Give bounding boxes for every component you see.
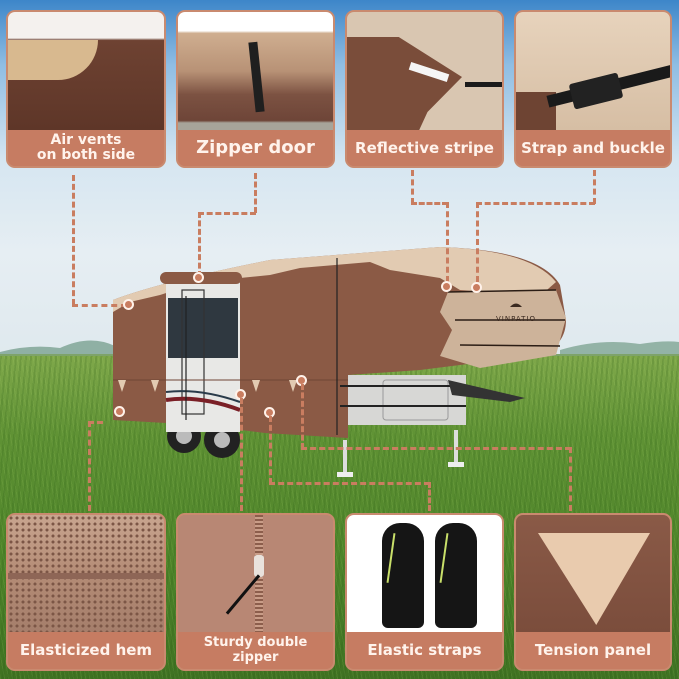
elastic-band-icon xyxy=(8,573,164,579)
connector-hem xyxy=(88,421,91,511)
vinpatio-logo: VINPATIO xyxy=(496,303,536,323)
strap-buckle-label: Strap and buckle xyxy=(516,130,670,166)
callout-dot-hem xyxy=(114,406,125,417)
connector-strap-h xyxy=(476,202,595,205)
reflective-stripe-photo xyxy=(347,12,502,137)
tension-panel-label: Tension panel xyxy=(516,632,670,669)
feature-card-air-vents: Air vents on both side xyxy=(6,10,166,168)
connector-reflective-v2 xyxy=(446,202,449,282)
connector-tension xyxy=(301,384,304,449)
tension-panel-photo xyxy=(516,515,670,632)
reflective-stripe-label: Reflective stripe xyxy=(347,130,502,166)
elastic-straps-label: Elastic straps xyxy=(347,632,502,669)
connector-elastic-straps xyxy=(269,416,272,484)
connector-air-vents xyxy=(72,175,75,305)
connector-zipper-door xyxy=(254,173,257,213)
tension-panel-triangle-icon xyxy=(538,533,650,625)
elasticized-hem-label: Elasticized hem xyxy=(8,632,164,669)
feature-card-reflective-stripe: Reflective stripe xyxy=(345,10,504,168)
feature-card-zipper-door: Zipper door xyxy=(176,10,335,168)
feature-card-elastic-straps: Elastic straps xyxy=(345,513,504,671)
connector-zipper-door-h xyxy=(198,212,256,215)
elastic-strap-bundle-icon xyxy=(435,523,477,628)
connector-strap-v2 xyxy=(476,202,479,282)
feature-card-strap-buckle: Strap and buckle xyxy=(514,10,672,168)
connector-reflective xyxy=(411,170,414,204)
feature-card-double-zipper: Sturdy double zipper xyxy=(176,513,335,671)
strap-buckle-photo xyxy=(516,12,670,130)
connector-zipper-door-v2 xyxy=(198,212,201,277)
connector-tension-h xyxy=(301,447,571,450)
strap-icon xyxy=(248,41,265,113)
air-vents-photo xyxy=(8,12,164,130)
connector-elastic-straps-h xyxy=(269,482,430,485)
brown-panel xyxy=(347,37,462,137)
zipper-pull-icon xyxy=(254,555,264,577)
double-zipper-label: Sturdy double zipper xyxy=(178,632,333,669)
connector-strap xyxy=(593,170,596,204)
callout-dot-zipper-door xyxy=(193,272,204,283)
callout-dot-air-vents xyxy=(123,299,134,310)
zipper-door-photo xyxy=(178,12,333,130)
connector-reflective-h xyxy=(411,202,448,205)
elastic-straps-photo xyxy=(347,515,502,632)
svg-text:VINPATIO: VINPATIO xyxy=(496,315,536,323)
air-vent-flap xyxy=(8,40,98,80)
zipper-door-label: Zipper door xyxy=(178,130,333,166)
buckle-strap-icon xyxy=(465,82,502,87)
elasticized-hem-photo xyxy=(8,515,164,632)
connector-hem-h xyxy=(88,421,103,424)
air-vents-label: Air vents on both side xyxy=(8,130,164,166)
callout-dot-strap xyxy=(471,282,482,293)
feature-card-tension-panel: Tension panel xyxy=(514,513,672,671)
connector-double-zipper xyxy=(240,398,243,511)
feature-card-elasticized-hem: Elasticized hem xyxy=(6,513,166,671)
elastic-strap-bundle-icon xyxy=(382,523,424,628)
connector-tension-v2 xyxy=(569,447,572,511)
buckle-icon xyxy=(568,72,624,110)
callout-dot-reflective xyxy=(441,281,452,292)
connector-air-vents-h xyxy=(72,304,127,307)
double-zipper-photo xyxy=(178,515,333,632)
connector-elastic-straps-v2 xyxy=(428,482,431,511)
